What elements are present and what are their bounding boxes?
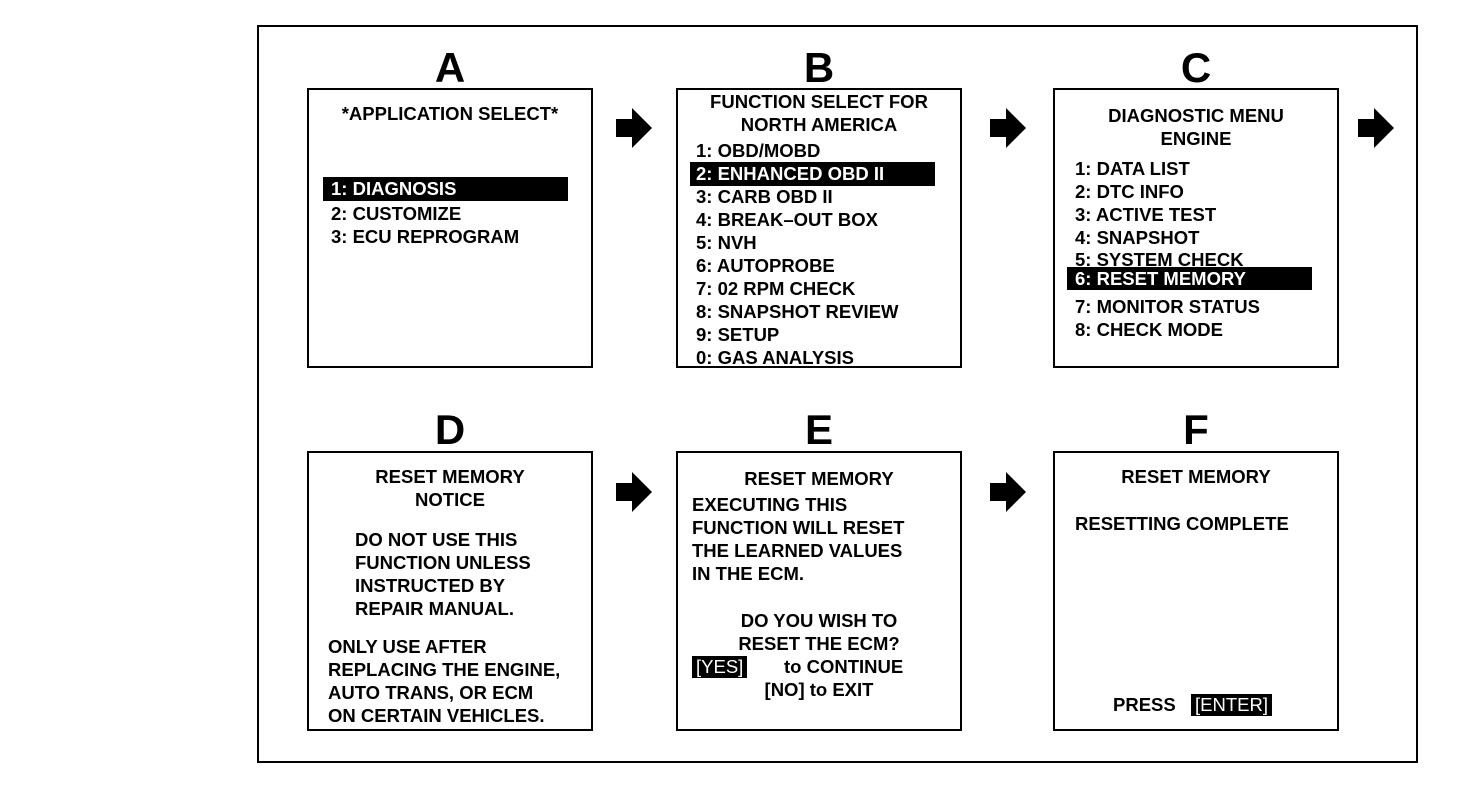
menu-item-check-mode[interactable]: 8: CHECK MODE bbox=[1075, 319, 1224, 340]
menu-item-gas-analysis[interactable]: 0: GAS ANALYSIS bbox=[696, 347, 854, 368]
selection-highlight bbox=[1067, 267, 1312, 290]
usage-line: AUTO TRANS, OR ECM bbox=[328, 682, 534, 703]
panel-letter-d: D bbox=[434, 406, 466, 453]
selection-highlight bbox=[323, 177, 568, 201]
menu-item-nvh[interactable]: 5: NVH bbox=[696, 232, 757, 253]
menu-item-monitor-status[interactable]: 7: MONITOR STATUS bbox=[1075, 296, 1260, 317]
right-arrow-icon bbox=[990, 108, 1026, 148]
menu-item-system-check[interactable]: 5: SYSTEM CHECK bbox=[1075, 249, 1244, 270]
menu-item-o2-rpm-check[interactable]: 7: 02 RPM CHECK bbox=[696, 278, 856, 299]
screen-diagnostic-menu: DIAGNOSTIC MENU ENGINE 1: DATA LIST 2: D… bbox=[1053, 88, 1339, 368]
menu-item-active-test[interactable]: 3: ACTIVE TEST bbox=[1075, 204, 1217, 225]
yes-key-button[interactable]: [YES] bbox=[692, 656, 748, 678]
panel-letter-a: A bbox=[434, 44, 466, 91]
press-label: PRESS bbox=[1113, 694, 1176, 715]
warning-line: EXECUTING THIS bbox=[692, 494, 848, 515]
selection-highlight bbox=[690, 162, 935, 186]
warning-line: FUNCTION WILL RESET bbox=[692, 517, 905, 538]
menu-item-carb-obd-ii[interactable]: 3: CARB OBD II bbox=[696, 186, 833, 207]
screen-title: RESET MEMORY bbox=[1121, 466, 1271, 487]
panel-letter-e: E bbox=[804, 406, 833, 453]
diagram-frame bbox=[257, 25, 1418, 763]
panel-letter-b: B bbox=[803, 44, 835, 91]
screen-title-line1: DIAGNOSTIC MENU bbox=[1108, 105, 1284, 126]
warning-line: THE LEARNED VALUES bbox=[692, 540, 903, 561]
screen-title-line2: NORTH AMERICA bbox=[740, 114, 898, 135]
notice-line: FUNCTION UNLESS bbox=[355, 552, 531, 573]
menu-item-snapshot[interactable]: 4: SNAPSHOT bbox=[1075, 227, 1200, 248]
usage-line: REPLACING THE ENGINE, bbox=[328, 659, 561, 680]
usage-line: ON CERTAIN VEHICLES. bbox=[328, 705, 545, 726]
screen-reset-memory-notice: RESET MEMORY NOTICE DO NOT USE THIS FUNC… bbox=[307, 451, 593, 731]
menu-item-diagnosis[interactable]: 1: DIAGNOSIS bbox=[331, 178, 457, 199]
yes-instruction: to CONTINUE bbox=[784, 656, 904, 677]
no-instruction[interactable]: [NO] to EXIT bbox=[764, 679, 874, 700]
right-arrow-icon bbox=[616, 108, 652, 148]
screen-application-select: *APPLICATION SELECT* 1: DIAGNOSIS 2: CUS… bbox=[307, 88, 593, 368]
menu-item-enhanced-obd-ii[interactable]: 2: ENHANCED OBD II bbox=[696, 163, 885, 184]
status-text: RESETTING COMPLETE bbox=[1075, 513, 1289, 534]
screen-title-line2: NOTICE bbox=[415, 489, 485, 510]
right-arrow-icon bbox=[616, 472, 652, 512]
screen-reset-memory-confirm: RESET MEMORY EXECUTING THIS FUNCTION WIL… bbox=[676, 451, 962, 731]
menu-item-ecu-reprogram[interactable]: 3: ECU REPROGRAM bbox=[331, 226, 520, 247]
panel-letter-f: F bbox=[1183, 406, 1209, 453]
notice-line: REPAIR MANUAL. bbox=[355, 598, 514, 619]
menu-item-setup[interactable]: 9: SETUP bbox=[696, 324, 780, 345]
screen-reset-complete: RESET MEMORY RESETTING COMPLETE PRESS [E… bbox=[1053, 451, 1339, 731]
screen-title: *APPLICATION SELECT* bbox=[341, 103, 559, 124]
screen-title-line1: FUNCTION SELECT FOR bbox=[710, 91, 928, 112]
enter-key-button[interactable]: [ENTER] bbox=[1191, 694, 1272, 716]
right-arrow-icon bbox=[990, 472, 1026, 512]
menu-item-dtc-info[interactable]: 2: DTC INFO bbox=[1075, 181, 1184, 202]
screen-title-line1: RESET MEMORY bbox=[375, 466, 525, 487]
screen-title-line2: ENGINE bbox=[1160, 128, 1232, 149]
warning-line: IN THE ECM. bbox=[692, 563, 805, 584]
menu-item-autoprobe[interactable]: 6: AUTOPROBE bbox=[696, 255, 835, 276]
menu-item-reset-memory[interactable]: 6: RESET MEMORY bbox=[1075, 268, 1246, 289]
screen-title: RESET MEMORY bbox=[744, 468, 894, 489]
menu-item-snapshot-review[interactable]: 8: SNAPSHOT REVIEW bbox=[696, 301, 899, 322]
notice-line: INSTRUCTED BY bbox=[355, 575, 506, 596]
panel-letter-c: C bbox=[1180, 44, 1212, 91]
usage-line: ONLY USE AFTER bbox=[328, 636, 487, 657]
menu-item-data-list[interactable]: 1: DATA LIST bbox=[1075, 158, 1190, 179]
notice-line: DO NOT USE THIS bbox=[355, 529, 518, 550]
question-line: RESET THE ECM? bbox=[738, 633, 900, 654]
right-arrow-icon bbox=[1358, 108, 1394, 148]
menu-item-break-out-box[interactable]: 4: BREAK–OUT BOX bbox=[696, 209, 878, 230]
menu-item-customize[interactable]: 2: CUSTOMIZE bbox=[331, 203, 462, 224]
screen-function-select: FUNCTION SELECT FOR NORTH AMERICA 1: OBD… bbox=[676, 88, 962, 368]
menu-item-obd-mobd[interactable]: 1: OBD/MOBD bbox=[696, 140, 821, 161]
question-line: DO YOU WISH TO bbox=[740, 610, 898, 631]
